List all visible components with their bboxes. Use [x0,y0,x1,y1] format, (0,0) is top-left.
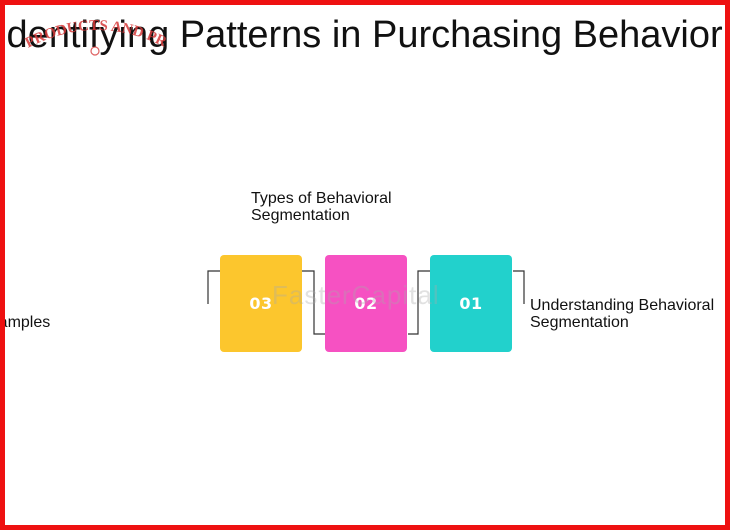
step-number: 03 [249,294,273,313]
step-card-01: 01 [430,255,512,352]
connector-bracket-03 [207,270,220,304]
label-examples-text: Examples [0,314,51,331]
step-number: 02 [354,294,378,313]
step-card-03: 03 [220,255,302,352]
connector-bracket-01 [513,270,525,304]
page-title: Identifying Patterns in Purchasing Behav… [0,12,730,58]
step-number: 01 [459,294,483,313]
stamp-logo: PRODUCTS AND PRICE [22,18,169,56]
label-types-of-behavioral-segmentation: Types of Behavioral Segmentation [251,190,392,224]
label-understanding-behavioral-segmentation: Understanding Behavioral Segmentation [530,297,715,331]
step-card-02: 02 [325,255,407,352]
label-examples: Examples [0,297,80,331]
page-title-text: Identifying Patterns in Purchasing Behav… [0,14,723,56]
watermark: FasterCapital [272,280,440,310]
